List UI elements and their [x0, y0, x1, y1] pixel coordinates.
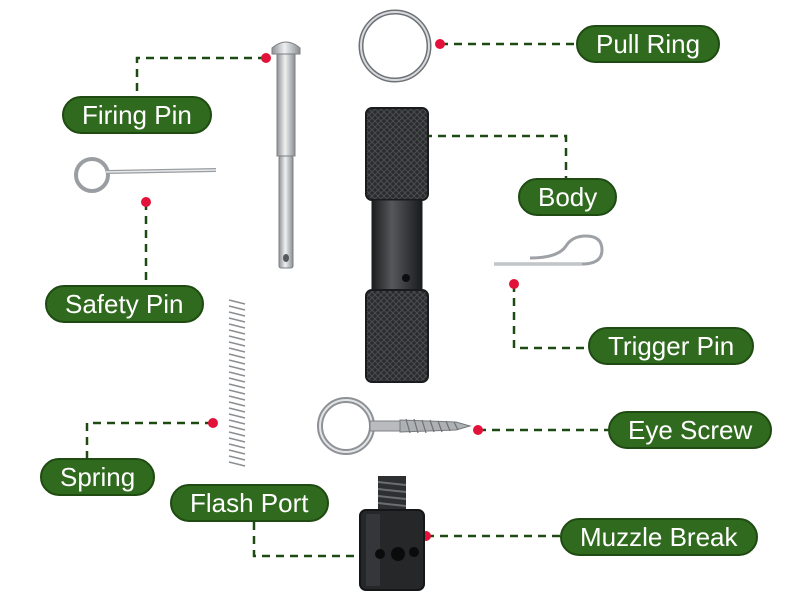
muzzle-break-image [350, 474, 434, 594]
firing-pin-image [262, 36, 310, 276]
leader-firing-pin [137, 58, 266, 96]
label-flash-port: Flash Port [170, 484, 329, 522]
marker-spring [208, 418, 218, 428]
label-body: Body [518, 178, 617, 216]
label-spring: Spring [40, 458, 155, 496]
safety-pin-image [70, 150, 222, 200]
label-trigger-pin: Trigger Pin [588, 327, 754, 365]
pull-ring-image [355, 6, 435, 86]
trigger-pin-image [490, 232, 608, 280]
leader-trigger-pin [514, 284, 588, 348]
leader-spring [87, 423, 213, 460]
label-muzzle-break: Muzzle Break [560, 518, 758, 556]
marker-eye-screw [473, 425, 483, 435]
marker-trigger-pin [509, 279, 519, 289]
label-eye-screw: Eye Screw [608, 411, 772, 449]
spring-image [224, 296, 250, 474]
eye-screw-image [308, 390, 474, 462]
label-pull-ring: Pull Ring [576, 25, 720, 63]
label-safety-pin: Safety Pin [45, 285, 204, 323]
label-firing-pin: Firing Pin [62, 96, 212, 134]
marker-pull-ring [435, 39, 445, 49]
leader-body [424, 136, 566, 178]
body-image [360, 106, 434, 384]
